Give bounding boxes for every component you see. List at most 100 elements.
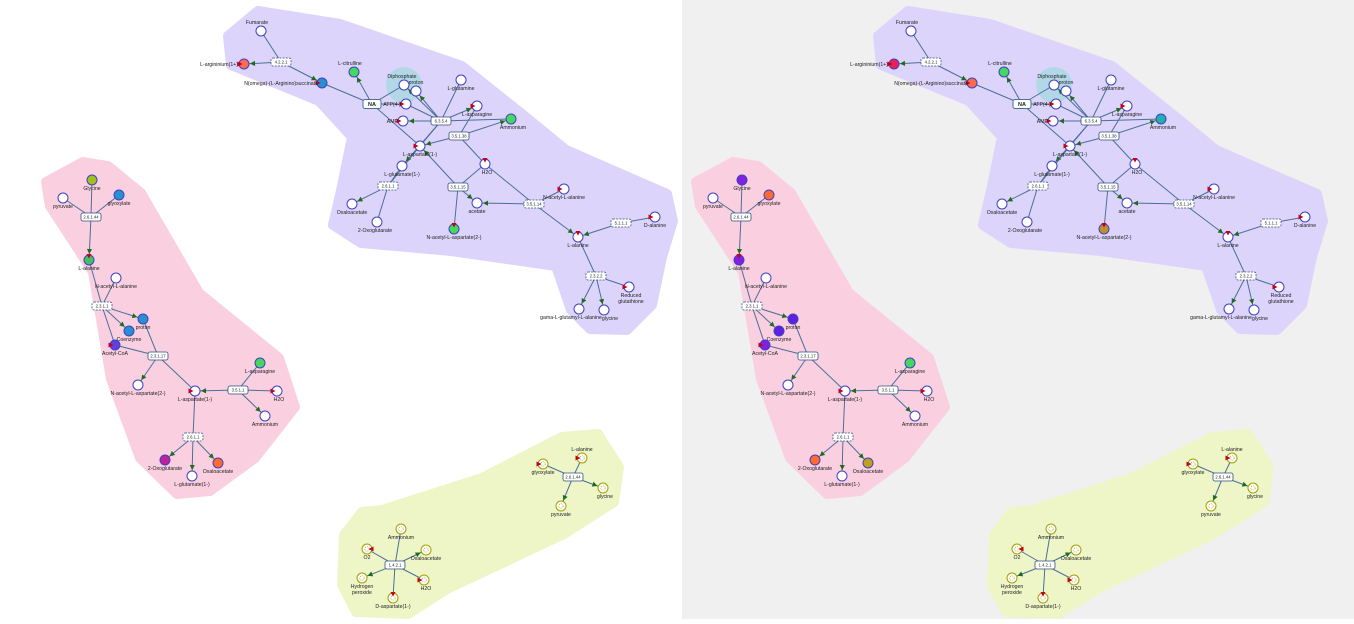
metabolite-node-glyoxylate_pink[interactable]: glyoxylate [757,189,781,207]
reaction-node-r2322[interactable]: 2.3.2.2 [585,271,607,281]
metabolite-circle[interactable] [471,197,483,209]
metabolite-node-lcitrulline[interactable]: L-citrulline [338,61,362,78]
metabolite-circle[interactable] [254,357,266,369]
metabolite-node-laspartate_top[interactable]: L-aspartate(1-) [403,140,438,158]
reaction-node-r35114[interactable]: 3.5.1.14 [1173,199,1195,209]
metabolite-circle[interactable] [809,454,821,466]
metabolite-node-lalanine_top[interactable]: L-alanine [567,231,589,249]
metabolite-node-oxoglut_top[interactable]: 2-Oxoglutarate [358,216,392,234]
metabolite-node-laspartate_pink[interactable]: L-aspartate(1-) [178,385,213,403]
metabolite-node-lglutamine[interactable]: L-glutamine [1097,74,1125,92]
metabolite-node-nacala_pink[interactable]: N-acetyl-L-alanine [745,272,787,290]
metabolite-node-pyruvate_y[interactable]: pyruvate [551,500,571,518]
metabolite-circle[interactable] [736,174,748,186]
reaction-node-r2611_pink[interactable]: 2.6.1.1 [182,432,204,442]
metabolite-circle[interactable] [57,192,69,204]
metabolite-node-daspartate[interactable]: D-aspartate(1-) [1025,592,1061,610]
metabolite-circle[interactable] [348,66,360,78]
metabolite-node-ammonium_y[interactable]: Ammonium [388,523,414,541]
metabolite-node-laspartate_top[interactable]: L-aspartate(1-) [1053,140,1088,158]
metabolite-circle[interactable] [1048,79,1060,91]
metabolite-node-nacala_pink[interactable]: N-acetyl-L-alanine [95,272,137,290]
reaction-node-r23117[interactable]: 2.3.1.17 [147,351,169,361]
metabolite-node-lglutamate_top[interactable]: L-glutamate(1-) [384,160,420,178]
metabolite-node-glycine_y[interactable]: glycine [1247,482,1263,500]
metabolite-circle[interactable] [998,66,1010,78]
metabolite-node-diphosphate[interactable]: Diphosphate [1037,74,1067,91]
metabolite-node-h2o_y[interactable]: H2O [417,574,432,592]
reaction-box[interactable] [1012,99,1032,109]
metabolite-node-proton_pink[interactable]: proton [786,313,801,331]
metabolite-node-h2o_y[interactable]: H2O [1067,574,1082,592]
reaction-node-na[interactable]: NA [362,99,382,109]
reaction-node-r2611_top[interactable]: 2.6.1.1 [377,181,399,191]
metabolite-circle[interactable] [1045,523,1057,535]
reaction-box[interactable] [384,560,406,570]
reaction-box[interactable] [227,385,249,395]
metabolite-node-acetate[interactable]: acetate [468,197,486,215]
metabolite-circle[interactable] [1105,74,1117,86]
metabolite-circle[interactable] [396,160,408,172]
metabolite-circle[interactable] [904,357,916,369]
reaction-box[interactable] [877,385,899,395]
metabolite-node-nacasp_pink[interactable]: N-acetyl-L-aspartate(2-) [110,379,166,397]
metabolite-node-acetate[interactable]: acetate [1118,197,1136,215]
metabolite-node-glycine_pink[interactable]: Glycine [733,174,751,192]
reaction-node-r35115[interactable]: 3.5.1.15 [1097,182,1119,192]
metabolite-node-lglutamate_pink[interactable]: L-glutamate(1-) [824,470,860,488]
metabolite-node-lasparagine_top[interactable]: L-asparagine [1112,100,1142,118]
metabolite-circle[interactable] [137,313,149,325]
reaction-node-r2644_yellow[interactable]: 2.6.1.44 [562,472,584,482]
metabolite-circle[interactable] [346,198,358,210]
metabolite-node-oxoglut_pink[interactable]: 2-Oxoglutarate [798,454,832,472]
metabolite-circle[interactable] [909,410,921,422]
metabolite-node-nacasp_top[interactable]: N-acetyl-L-aspartate(2-) [1076,223,1132,241]
reaction-node-r2311[interactable]: 2.3.1.1 [91,301,113,311]
reaction-node-r6354[interactable]: 6.3.5.4 [1080,116,1102,126]
metabolite-node-lglutamate_top[interactable]: L-glutamate(1-) [1034,160,1070,178]
metabolite-node-lglutamate_pink[interactable]: L-glutamate(1-) [174,470,210,488]
reaction-node-r3511[interactable]: 3.5.1.1 [227,385,249,395]
reaction-box[interactable] [585,271,607,281]
reaction-box[interactable] [797,351,819,361]
reaction-node-r35138[interactable]: 3.5.1.38 [1098,131,1120,141]
reaction-box[interactable] [377,181,399,191]
reaction-box[interactable] [1097,182,1119,192]
reaction-node-r2611_pink[interactable]: 2.6.1.1 [832,432,854,442]
reaction-node-r6354[interactable]: 6.3.5.4 [430,116,452,126]
metabolite-node-h2o_pink[interactable]: H2O [270,385,285,403]
metabolite-node-gglualala[interactable]: gama-L-glutamyl-L-alanine [540,303,602,321]
reaction-node-r5111[interactable]: 5.1.1.1 [610,218,632,228]
metabolite-node-nacasp_pink[interactable]: N-acetyl-L-aspartate(2-) [760,379,816,397]
metabolite-node-larginine[interactable]: L-argininium(1+) [200,58,250,70]
reaction-box[interactable] [523,199,545,209]
metabolite-circle[interactable] [1006,572,1018,584]
reaction-box[interactable] [1173,199,1195,209]
metabolite-node-proton_top[interactable]: proton [1059,80,1074,97]
metabolite-node-pyruvate_pink[interactable]: pyruvate [703,192,723,210]
metabolite-node-nacasp_top[interactable]: N-acetyl-L-aspartate(2-) [426,223,482,241]
metabolite-circle[interactable] [455,74,467,86]
metabolite-circle[interactable] [395,523,407,535]
metabolite-circle[interactable] [996,198,1008,210]
metabolite-node-lalanine_pink[interactable]: L-alanine [78,254,100,272]
metabolite-circle[interactable] [1155,113,1167,125]
metabolite-node-ammonium_pink[interactable]: Ammonium [252,410,278,428]
metabolite-circle[interactable] [113,189,125,201]
metabolite-circle[interactable] [1070,544,1082,556]
metabolite-node-glycine_y[interactable]: glycine [597,482,613,500]
metabolite-node-ammonium_top[interactable]: Ammonium [500,113,526,131]
reaction-node-r35114[interactable]: 3.5.1.14 [523,199,545,209]
metabolite-circle[interactable] [905,25,917,37]
reaction-node-r5111[interactable]: 5.1.1.1 [1260,218,1282,228]
reaction-box[interactable] [562,472,584,482]
metabolite-node-ammonium_pink[interactable]: Ammonium [902,410,928,428]
metabolite-circle[interactable] [259,410,271,422]
metabolite-node-lasparagine_pink[interactable]: L-asparagine [245,357,275,375]
metabolite-node-amp[interactable]: AMP [387,115,409,127]
metabolite-node-oxoglut_pink[interactable]: 2-Oxoglutarate [148,454,182,472]
metabolite-node-lalanine_pink[interactable]: L-alanine [728,254,750,272]
metabolite-node-fumarate[interactable]: Fumarate [246,20,268,37]
